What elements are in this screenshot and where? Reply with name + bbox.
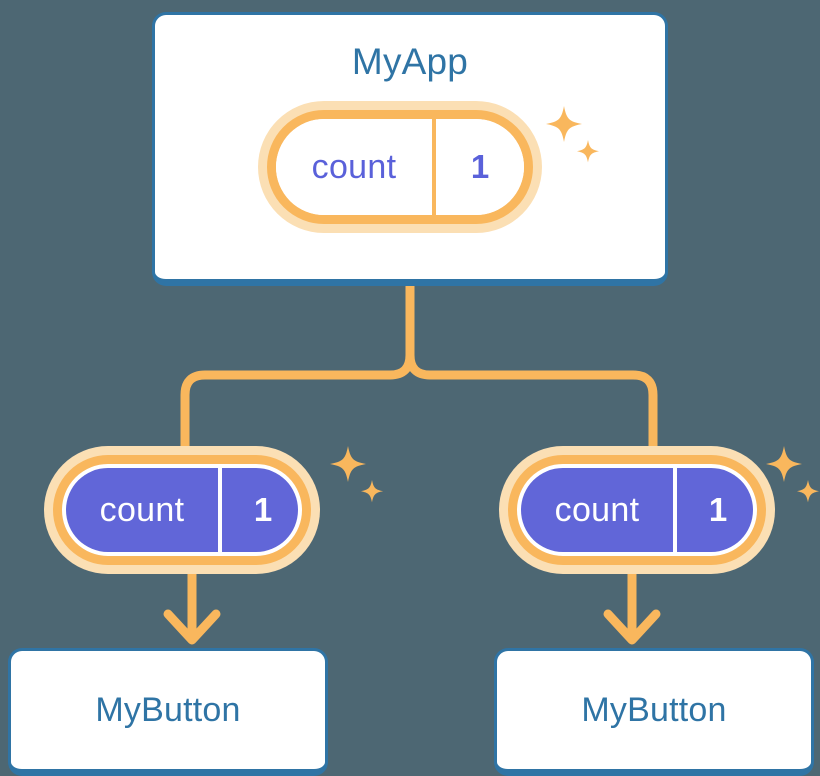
four-point-star-icon (766, 446, 802, 482)
button-component-card-left[interactable]: MyButton (8, 648, 328, 776)
state-value-label: 1 (708, 491, 728, 528)
state-pill-body: count 1 (276, 119, 524, 215)
button-component-label: MyButton (581, 690, 727, 729)
state-key-label: count (276, 119, 436, 215)
branch-connector (180, 281, 415, 460)
state-pill-child-left[interactable]: count 1 (53, 455, 311, 565)
state-pill-ring: count 1 (508, 455, 766, 565)
sparkle-child-right-icon (766, 446, 819, 503)
state-pill-root[interactable]: count 1 (267, 110, 533, 224)
button-component-label: MyButton (95, 690, 241, 729)
state-key-label: count (66, 468, 222, 552)
state-value-label: 1 (470, 148, 490, 185)
branch-connector-right (405, 281, 658, 460)
four-point-star-icon (330, 446, 366, 482)
arrow-head-right (603, 609, 661, 645)
state-pill-ring: count 1 (53, 455, 311, 565)
state-key-label: count (521, 468, 677, 552)
button-component-card-right[interactable]: MyButton (494, 648, 814, 776)
state-pill-ring: count 1 (267, 110, 533, 224)
state-pill-body: count 1 (66, 468, 298, 552)
arrow-head-left (163, 609, 221, 645)
four-point-star-small-icon (361, 480, 383, 503)
sparkle-child-left-icon (330, 446, 383, 503)
state-pill-child-right[interactable]: count 1 (508, 455, 766, 565)
state-pill-body: count 1 (521, 468, 753, 552)
page-title: MyApp (351, 41, 469, 82)
four-point-star-small-icon (797, 480, 819, 503)
state-value-label: 1 (253, 491, 273, 528)
